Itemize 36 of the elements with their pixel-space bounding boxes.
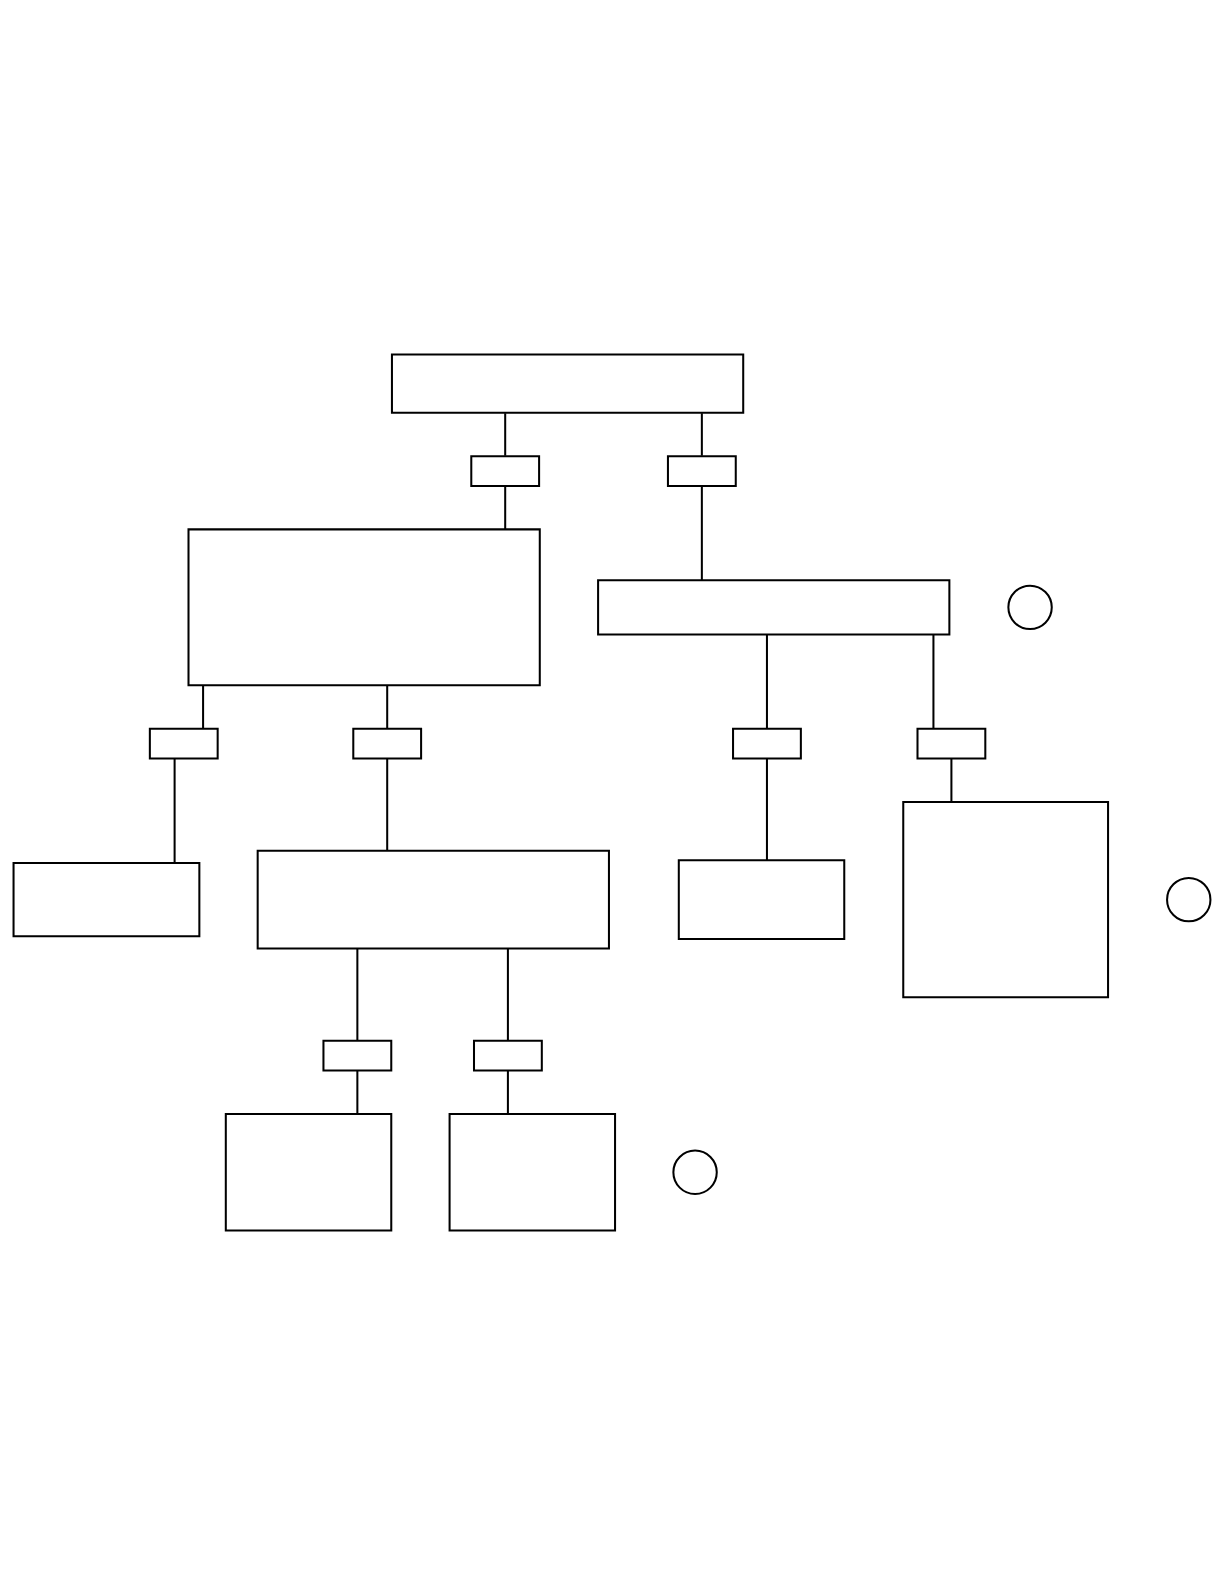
node-box <box>470 454 541 487</box>
node-circle <box>1007 584 1053 630</box>
node-box <box>448 1112 617 1232</box>
node-box <box>256 849 610 949</box>
connector <box>356 948 359 1040</box>
connector <box>932 634 935 728</box>
node-box <box>224 1112 393 1232</box>
connector <box>386 758 389 851</box>
node-circle <box>1166 876 1212 922</box>
connector <box>765 758 768 860</box>
node-box <box>187 527 541 686</box>
node-box <box>322 1039 393 1072</box>
connector <box>506 1070 509 1114</box>
connector <box>765 634 768 728</box>
node-box <box>732 727 802 760</box>
node-box <box>597 578 951 635</box>
node-box <box>916 727 987 760</box>
connector <box>173 758 176 863</box>
connector <box>202 685 205 728</box>
connector <box>386 685 389 728</box>
connector <box>504 412 507 456</box>
node-box <box>902 800 1110 998</box>
connector <box>700 412 703 456</box>
connector <box>356 1070 359 1114</box>
node-box <box>148 727 219 760</box>
node-box <box>390 352 745 414</box>
connector <box>504 485 507 529</box>
connector <box>506 948 509 1040</box>
node-box <box>12 861 201 937</box>
node-box <box>666 454 737 487</box>
connector <box>700 485 703 580</box>
node-circle <box>672 1149 718 1195</box>
node-box <box>473 1039 543 1072</box>
node-box <box>352 727 423 760</box>
node-box <box>677 858 846 940</box>
connector <box>950 758 953 802</box>
